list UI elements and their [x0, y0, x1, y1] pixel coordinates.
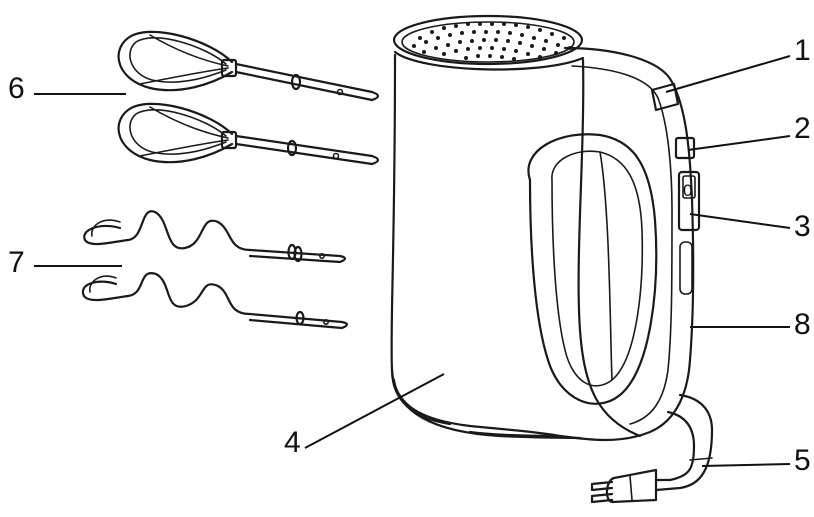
eject-button-shape — [650, 82, 680, 112]
leader-line-3 — [689, 213, 791, 229]
dough-hook-bottom — [81, 272, 349, 330]
callout-4: 4 — [284, 426, 301, 459]
turbo-button-shape — [674, 136, 696, 160]
dough-hook-top — [83, 210, 347, 264]
callout-2: 2 — [794, 112, 811, 145]
speed-switch-setting: 0 — [683, 181, 692, 200]
leader-line-2 — [687, 135, 791, 151]
vent-holes — [412, 22, 572, 61]
callout-1: 1 — [794, 34, 811, 67]
mixer-body — [390, 14, 714, 504]
leader-line-4 — [304, 373, 445, 449]
leader-line-5 — [701, 463, 791, 467]
callout-6: 6 — [8, 72, 25, 105]
callout-7: 7 — [8, 246, 25, 279]
speed-switch-track — [677, 170, 701, 232]
callout-8: 8 — [794, 308, 811, 341]
beater-top — [117, 30, 380, 102]
leader-line-1 — [665, 55, 791, 93]
callout-3: 3 — [794, 210, 811, 243]
beater-bottom — [117, 102, 380, 166]
callout-5: 5 — [794, 444, 811, 477]
